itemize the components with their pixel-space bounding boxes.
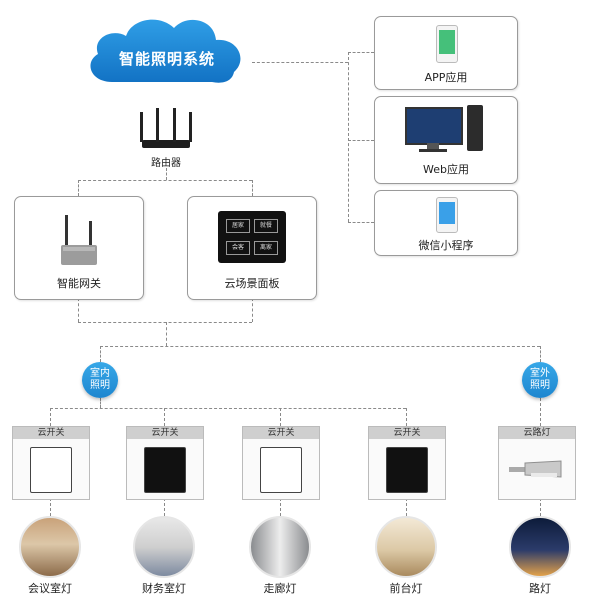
connector — [348, 222, 374, 223]
desktop-computer-icon — [405, 105, 485, 157]
switch-title: 云开关 — [243, 427, 319, 439]
connector — [166, 322, 167, 346]
streetlight-card: 云路灯 — [498, 426, 576, 500]
indoor-badge: 室内 照明 — [82, 362, 118, 398]
device-label: 路灯 — [529, 582, 551, 595]
connector — [348, 52, 374, 53]
phone-wechat-icon — [436, 197, 458, 233]
gateway-box: 智能网关 — [14, 196, 144, 300]
scene-panel-label: 云场景面板 — [224, 277, 280, 290]
connector — [164, 498, 165, 516]
connector — [406, 408, 407, 426]
connector — [78, 322, 252, 323]
switch-panel — [260, 447, 302, 493]
router-node: 路由器 — [134, 106, 198, 169]
badge-line: 室内 — [90, 368, 110, 379]
switch-title: 云开关 — [369, 427, 445, 439]
cloud-node: 智能照明系统 — [82, 8, 252, 92]
phone-app-icon — [436, 25, 458, 63]
connector — [78, 298, 79, 322]
switch-title: 云路灯 — [499, 427, 575, 439]
switch-title: 云开关 — [127, 427, 203, 439]
corridor-photo — [249, 516, 311, 578]
connector — [252, 62, 348, 63]
connector — [50, 498, 51, 516]
badge-line: 照明 — [530, 380, 550, 391]
connector — [78, 180, 252, 181]
scene-button: 会客 — [226, 241, 250, 255]
device-label: 前台灯 — [389, 582, 423, 595]
router-icon — [140, 108, 192, 148]
switch-panel — [144, 447, 186, 493]
connector — [280, 498, 281, 516]
gateway-icon — [61, 215, 97, 265]
connector — [50, 408, 406, 409]
cloud-icon — [90, 19, 241, 83]
web-label: Web应用 — [423, 163, 469, 176]
wechat-label: 微信小程序 — [418, 239, 474, 252]
switch-card: 云开关 — [126, 426, 204, 500]
switch-panel — [386, 447, 428, 493]
scene-button: 居家 — [226, 219, 250, 233]
streetlight-photo — [509, 516, 571, 578]
badge-line: 照明 — [90, 380, 110, 391]
app-box: APP应用 — [374, 16, 518, 90]
connector — [540, 498, 541, 516]
scene-panel-box: 居家 就餐 会客 离家 云场景面板 — [187, 196, 317, 300]
connector — [166, 168, 167, 180]
finance-room-photo — [133, 516, 195, 578]
cloud-title: 智能照明系统 — [118, 50, 215, 68]
switch-title: 云开关 — [13, 427, 89, 439]
connector — [406, 498, 407, 516]
connector — [100, 346, 540, 347]
switch-card: 云开关 — [12, 426, 90, 500]
connector — [348, 140, 374, 141]
connector — [100, 398, 101, 408]
scene-button: 就餐 — [254, 219, 278, 233]
web-box: Web应用 — [374, 96, 518, 184]
connector — [252, 180, 253, 196]
connector — [50, 408, 51, 426]
connector — [78, 180, 79, 196]
outdoor-badge: 室外 照明 — [522, 362, 558, 398]
scene-button: 离家 — [254, 241, 278, 255]
app-label: APP应用 — [424, 71, 468, 84]
connector — [540, 346, 541, 362]
switch-card: 云开关 — [368, 426, 446, 500]
router-label: 路由器 — [151, 158, 181, 169]
device-label: 会议室灯 — [28, 582, 72, 595]
connector — [252, 298, 253, 322]
device-label: 走廊灯 — [263, 582, 297, 595]
scene-panel-icon: 居家 就餐 会客 离家 — [218, 211, 286, 263]
connector — [164, 408, 165, 426]
switch-panel — [30, 447, 72, 493]
connector — [100, 346, 101, 362]
device-label: 财务室灯 — [142, 582, 186, 595]
switch-card: 云开关 — [242, 426, 320, 500]
badge-line: 室外 — [530, 368, 550, 379]
connector — [540, 398, 541, 426]
gateway-label: 智能网关 — [57, 277, 101, 290]
connector — [348, 52, 349, 222]
meeting-room-photo — [19, 516, 81, 578]
connector — [280, 408, 281, 426]
streetlight-icon — [509, 460, 562, 478]
reception-photo — [375, 516, 437, 578]
wechat-box: 微信小程序 — [374, 190, 518, 256]
